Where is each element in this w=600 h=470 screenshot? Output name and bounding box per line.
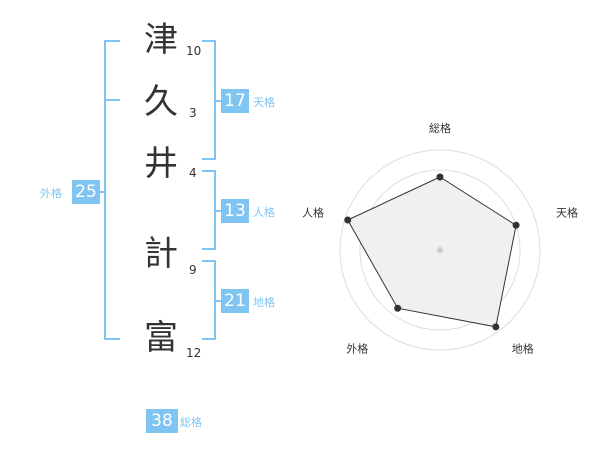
jinkaku-connector — [214, 210, 222, 212]
chikaku-bracket-top — [202, 260, 216, 262]
radar-center — [437, 247, 443, 253]
gaikaku-bracket-bottom — [104, 338, 120, 340]
gaikaku-connector — [98, 191, 106, 193]
radar-points — [344, 173, 520, 331]
jinkaku-bracket-top — [202, 170, 216, 172]
stroke-count-5: 12 — [186, 346, 202, 360]
name-char-5: 富 — [144, 318, 178, 358]
tenkaku-connector — [214, 100, 222, 102]
chikaku-connector — [214, 300, 222, 302]
radar-grid-ring-2 — [359, 169, 521, 331]
radar-point-3 — [492, 323, 500, 331]
gaikaku-value: 25 — [72, 180, 100, 204]
tenkaku-bracket-bottom — [202, 158, 216, 160]
gaikaku-label: 外格 — [40, 187, 62, 200]
stroke-count-3: 4 — [189, 166, 197, 180]
jinkaku-value: 13 — [221, 199, 249, 223]
jinkaku-label: 人格 — [253, 206, 275, 219]
radar-axis-label-5: 人格 — [302, 205, 324, 219]
radar-area — [346, 176, 517, 328]
radar-axis-label-1: 総格 — [429, 121, 451, 135]
chikaku-label: 地格 — [253, 296, 275, 309]
tenkaku-bracket-top — [202, 40, 216, 42]
radar-axis-label-2: 天格 — [556, 205, 578, 219]
radar-point-2 — [512, 221, 520, 229]
stroke-count-1: 10 — [186, 44, 202, 58]
chikaku-bracket-bottom — [202, 338, 216, 340]
name-char-3: 井 — [144, 144, 178, 184]
name-char-1: 津 — [144, 20, 178, 60]
radar-point-5 — [344, 216, 352, 224]
jinkaku-bracket-bottom — [202, 248, 216, 250]
chikaku-value: 21 — [221, 289, 249, 313]
tenkaku-label: 天格 — [253, 96, 275, 109]
stroke-count-4: 9 — [189, 263, 197, 277]
gaikaku-bracket-top — [104, 40, 120, 42]
soukaku-value: 38 — [146, 409, 178, 433]
stroke-count-2: 3 — [189, 106, 197, 120]
radar-grid-ring-1 — [339, 149, 541, 351]
gaikaku-bracket-tick — [104, 99, 120, 101]
soukaku-label: 総格 — [180, 416, 202, 429]
tenkaku-value: 17 — [221, 89, 249, 113]
radar-point-4 — [394, 304, 402, 312]
name-char-4: 計 — [144, 234, 178, 274]
gaikaku-bracket-vertical — [104, 40, 106, 340]
radar-axis-label-4: 外格 — [346, 342, 368, 356]
name-char-2: 久 — [144, 82, 178, 122]
radar-point-1 — [436, 173, 444, 181]
radar-axis-label-3: 地格 — [512, 342, 534, 356]
